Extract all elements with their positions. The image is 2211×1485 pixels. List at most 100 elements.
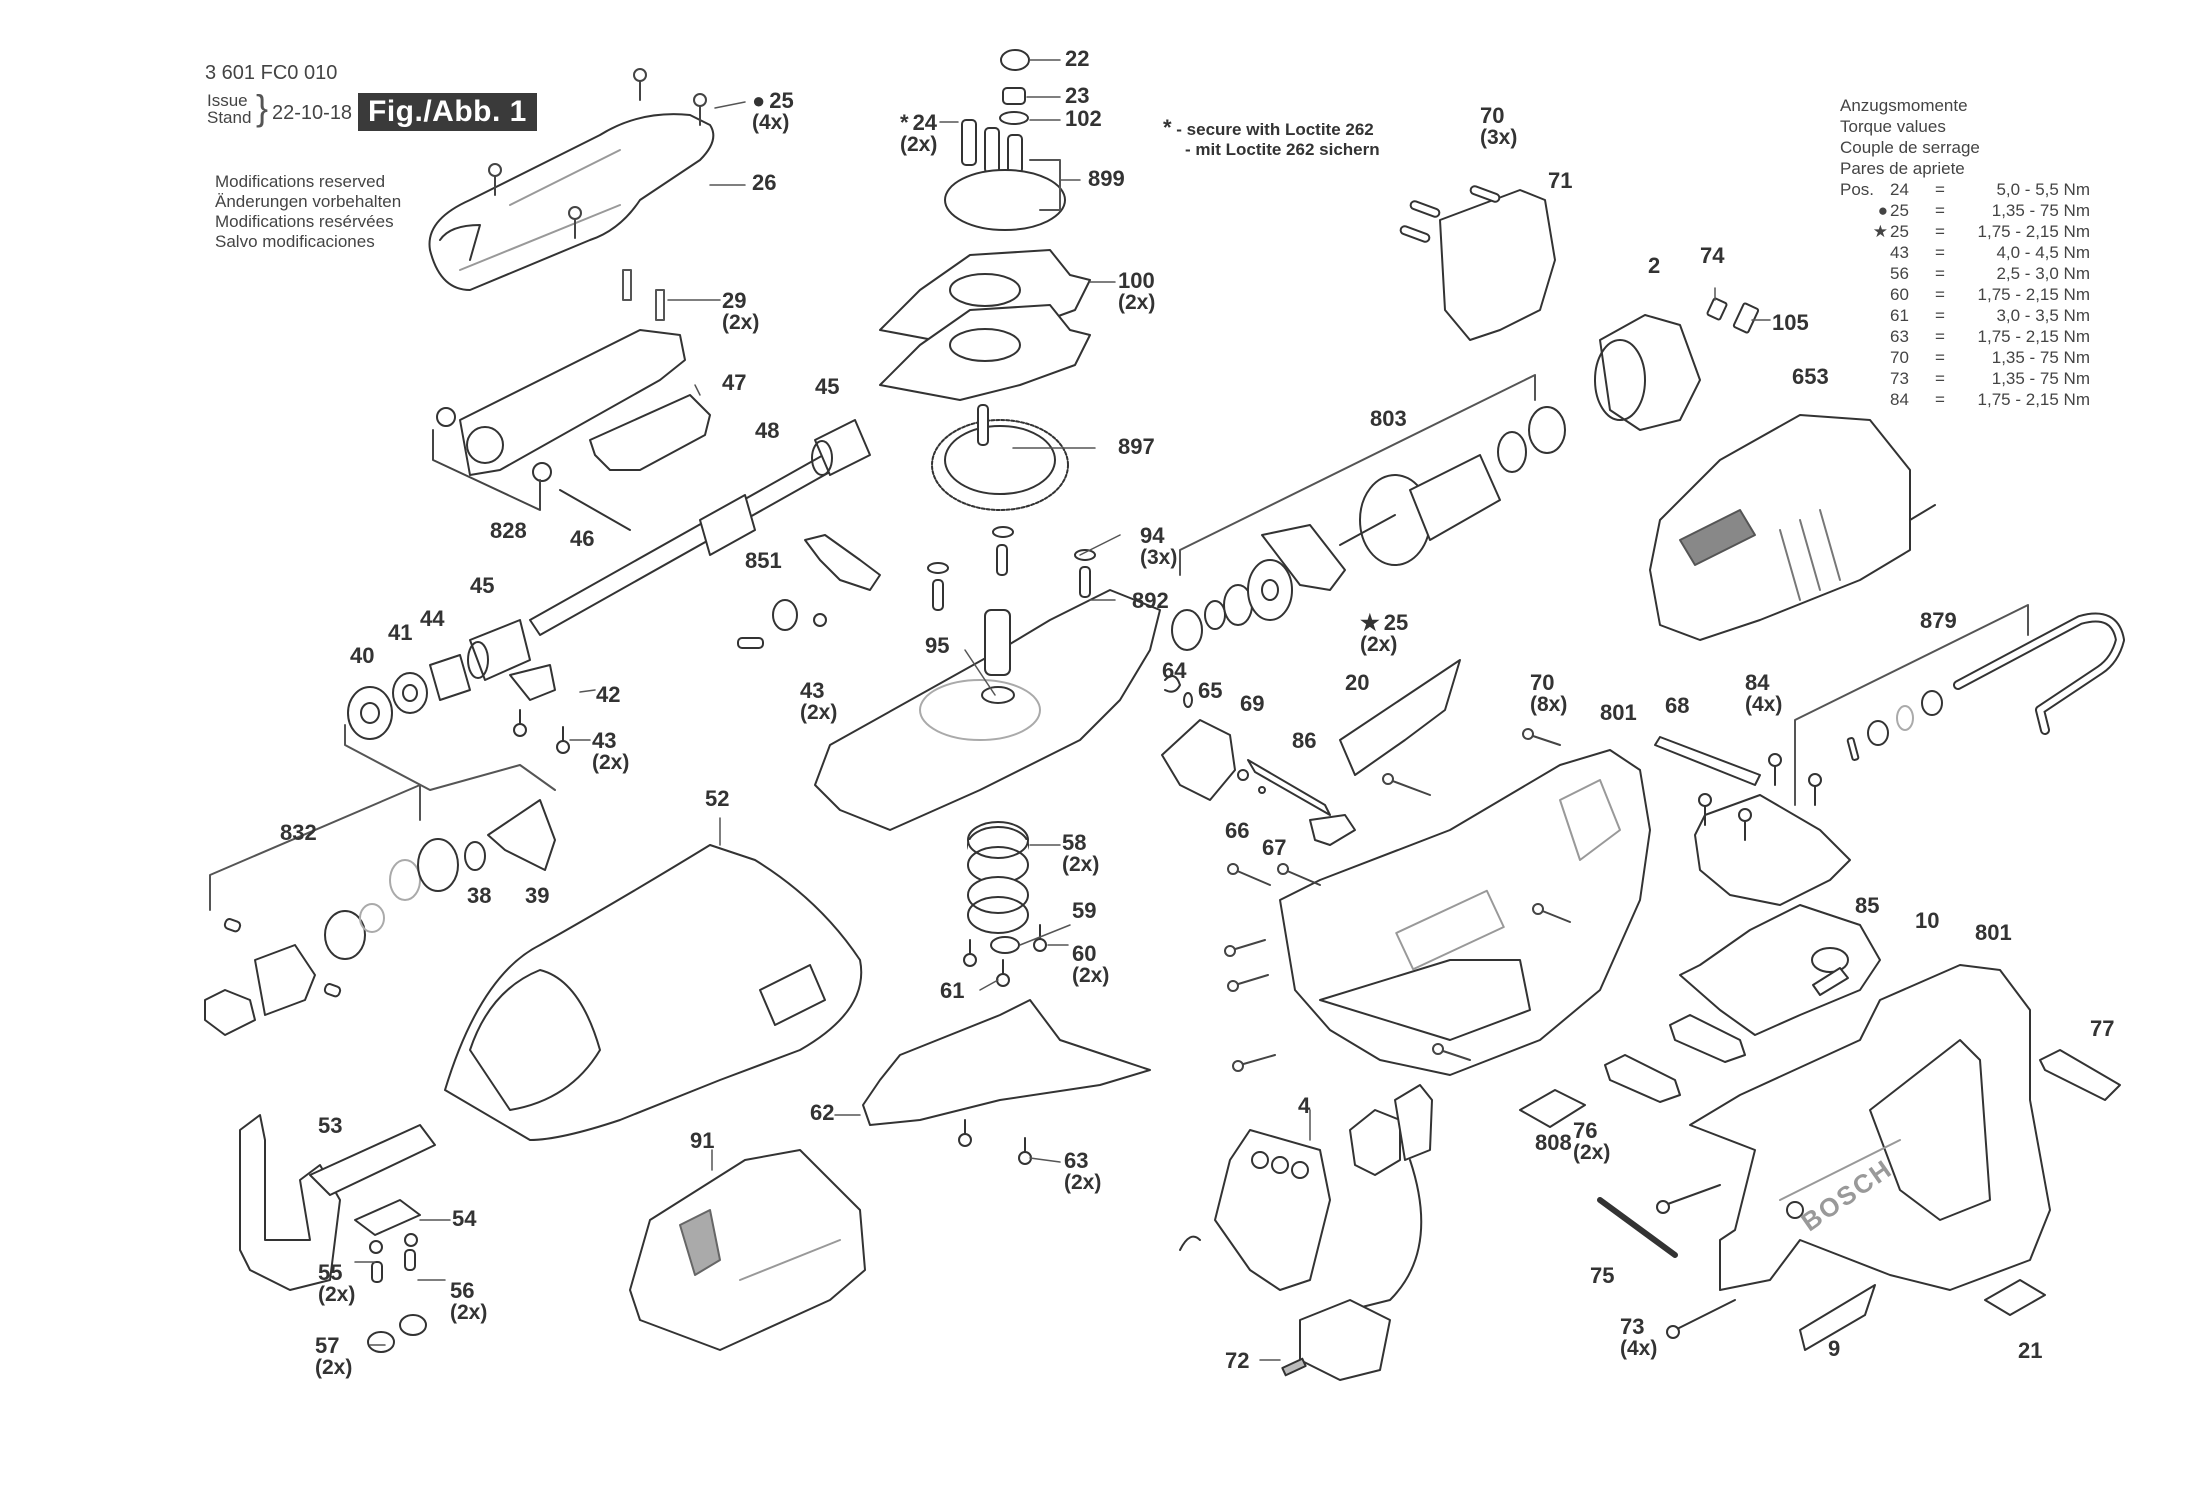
parts-58-61 — [964, 822, 1046, 986]
torque-eq: = — [1935, 243, 1945, 262]
callout-21: 21 — [2018, 1340, 2042, 1362]
callout-number: 55 — [318, 1260, 343, 1285]
callout-number: 100 — [1118, 268, 1155, 293]
parts-40-45-bearings — [348, 620, 555, 739]
loctite-note-de: - mit Loctite 262 sichern — [1185, 140, 1380, 159]
callout-68: 68 — [1665, 695, 1689, 717]
torque-pos: 25 — [1890, 201, 1909, 220]
callout-100: 100(2x) — [1118, 270, 1155, 314]
callout-22: 22 — [1065, 48, 1089, 70]
callout-number: 45 — [470, 573, 495, 598]
callout-number: 46 — [570, 526, 595, 551]
torque-pos: 84 — [1890, 390, 1909, 409]
callout-94: 94(3x) — [1140, 525, 1177, 569]
figure-label: Fig./Abb. 1 — [358, 93, 537, 131]
callout-number: 67 — [1262, 835, 1287, 860]
callout-number: 62 — [810, 1100, 835, 1125]
callout-62: 62 — [810, 1102, 834, 1124]
torque-table: Anzugsmomente Torque values Couple de se… — [1840, 95, 2090, 410]
callout-803: 803 — [1370, 408, 1407, 430]
part-653-charger — [1650, 415, 1935, 640]
callout-number: 48 — [755, 418, 780, 443]
parts-94-892-pins — [928, 527, 1095, 610]
callout-number: 43 — [592, 728, 617, 753]
torque-rows: Pos.24=5,0 - 5,5 Nm●25=1,35 - 75 Nm★25=1… — [1840, 179, 2090, 410]
part-851-bracket — [738, 535, 880, 648]
callout-number: 61 — [940, 978, 965, 1003]
callout-quantity: (8x) — [1530, 693, 1568, 716]
torque-pos: 56 — [1890, 264, 1909, 283]
parts-22-899-gear-parts — [945, 50, 1065, 230]
callout-56: 56(2x) — [450, 1280, 487, 1324]
callout-number: 9 — [1828, 1336, 1841, 1361]
callout-54: 54 — [452, 1208, 476, 1230]
part-10-decal — [1813, 968, 1848, 995]
callout-number: 832 — [280, 820, 317, 845]
callout-number: 653 — [1792, 364, 1829, 389]
springs-29 — [623, 270, 664, 320]
callout-2: 2 — [1648, 255, 1660, 277]
torque-value: 3,0 - 3,5 Nm — [1996, 306, 2090, 325]
callout-52: 52 — [705, 788, 729, 810]
callout-quantity: (3x) — [1140, 546, 1178, 569]
callout-20: 20 — [1345, 672, 1369, 694]
part-828-inner-housing — [433, 330, 685, 510]
torque-row: 84=1,75 - 2,15 Nm — [1840, 389, 2090, 410]
torque-eq: = — [1935, 348, 1945, 367]
callout-number: 52 — [705, 786, 730, 811]
callout-43: 43(2x) — [592, 730, 629, 774]
part-gear-housing — [815, 590, 1160, 830]
marker — [1840, 242, 1890, 263]
callout-number: 4 — [1298, 1093, 1311, 1118]
callout-71: 71 — [1548, 170, 1572, 192]
callout-number: 897 — [1118, 434, 1155, 459]
callout-73: 73(4x) — [1620, 1316, 1657, 1360]
callout-number: 58 — [1062, 830, 1087, 855]
part-26-gear-cover — [430, 114, 714, 290]
marker — [1840, 263, 1890, 284]
callout-47: 47 — [722, 372, 746, 394]
callout-quantity: (2x) — [1360, 633, 1398, 656]
parts-74-105-brushes — [1707, 298, 1759, 333]
torque-title-es: Pares de apriete — [1840, 159, 1965, 178]
callout-72: 72 — [1225, 1350, 1249, 1372]
callout-38: 38 — [467, 885, 491, 907]
leader-lines — [355, 60, 1770, 1360]
pos-label: Pos. — [1840, 180, 1875, 199]
asterisk-icon: * — [900, 110, 909, 135]
callout-number: 2 — [1648, 253, 1661, 278]
part-4-electronics — [1180, 1085, 1432, 1380]
torque-title-de: Anzugsmomente — [1840, 96, 1968, 115]
torque-eq: = — [1935, 327, 1945, 346]
callout-number: 76 — [1573, 1118, 1598, 1143]
callout-828: 828 — [490, 520, 527, 542]
marker — [1840, 347, 1890, 368]
callout-number: 105 — [1772, 310, 1809, 335]
screws-43-left — [514, 710, 569, 753]
callout-quantity: (2x) — [900, 133, 938, 156]
torque-eq: = — [1935, 264, 1945, 283]
callout-95: 95 — [925, 635, 949, 657]
callout-quantity: (2x) — [592, 751, 630, 774]
asterisk-icon: * — [1163, 115, 1172, 140]
part-897-gear — [932, 405, 1068, 510]
callout-quantity: (4x) — [1745, 693, 1783, 716]
callout-number: 85 — [1855, 893, 1880, 918]
callout-number: 10 — [1915, 908, 1940, 933]
callout-84: 84(4x) — [1745, 672, 1782, 716]
callout-832: 832 — [280, 822, 317, 844]
callout-899: 899 — [1088, 168, 1125, 190]
callout-number: 808 — [1535, 1130, 1572, 1155]
callout-quantity: (2x) — [315, 1356, 353, 1379]
part-20-decal — [1340, 660, 1460, 775]
part-45-bushing-top — [812, 420, 870, 475]
issue-label-de: Stand — [207, 108, 252, 127]
part-21-decal — [1985, 1280, 2045, 1315]
callout-quantity: (4x) — [1620, 1337, 1658, 1360]
circle-marker-icon: ● — [752, 88, 766, 113]
torque-title-en: Torque values — [1840, 117, 1946, 136]
callout-number: 91 — [690, 1128, 715, 1153]
torque-value: 5,0 - 5,5 Nm — [1996, 180, 2090, 199]
torque-value: 2,5 - 3,0 Nm — [1996, 264, 2090, 283]
callout-29: 29(2x) — [722, 290, 759, 334]
